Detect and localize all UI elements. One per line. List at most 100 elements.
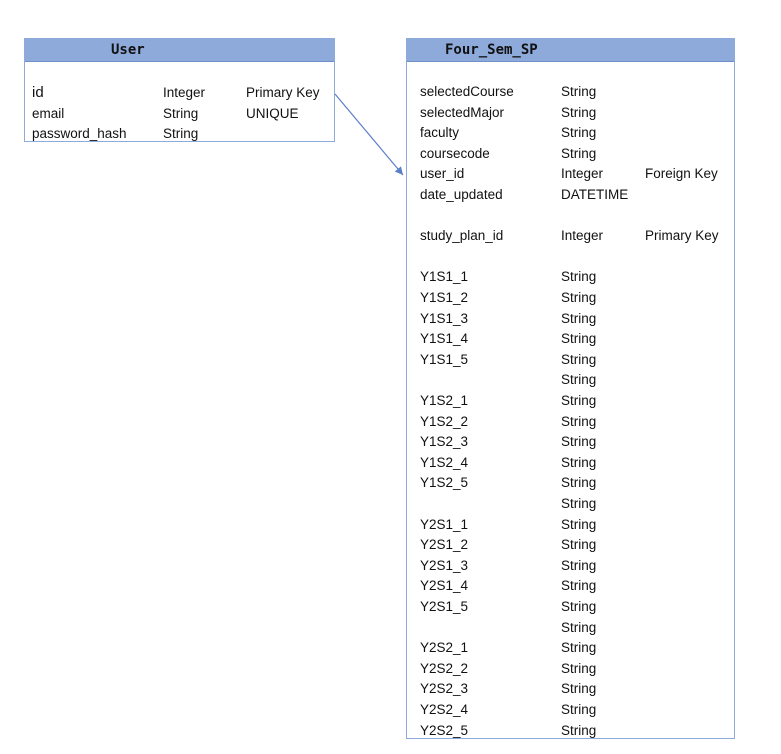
field-name: coursecode: [420, 145, 490, 161]
field-constraint: Primary Key: [645, 228, 719, 244]
user-table-header: User: [25, 39, 334, 62]
field-type: String: [561, 104, 597, 120]
field-name: password_hash: [32, 126, 127, 141]
field-name: id: [32, 84, 44, 101]
field-name: Y1S1_3: [420, 310, 469, 326]
field-name: Y2S2_3: [420, 681, 469, 697]
field-type: String: [561, 413, 597, 429]
table-row: Y1S1_1 String: [407, 267, 734, 287]
user-table-title: User: [111, 42, 145, 58]
field-name: Y1S1_2: [420, 290, 469, 305]
four-sem-sp-table-title: Four_Sem_SP: [445, 42, 538, 58]
field-name: Y2S2_1: [420, 640, 469, 656]
field-name: Y2S1_2: [420, 537, 469, 553]
table-row: Y1S2_1 String: [407, 391, 734, 411]
field-type: String: [561, 516, 597, 532]
field-name: Y2S1_4: [420, 578, 469, 594]
field-type: Integer: [561, 166, 604, 182]
field-name: Y1S1_1: [420, 269, 469, 285]
table-row: String: [407, 618, 734, 638]
table-row: Y2S1_2 String: [407, 535, 734, 555]
field-name: user_id: [420, 166, 465, 182]
table-row: Y1S2_3 String: [407, 432, 734, 452]
field-type: String: [561, 702, 597, 717]
field-type: Integer: [561, 228, 604, 244]
field-type: DATETIME: [561, 187, 629, 202]
field-name: Y1S1_5: [420, 351, 469, 367]
field-name: Y2S1_3: [420, 557, 469, 573]
table-row: selectedMajor String: [407, 103, 734, 123]
table-row: date_updated DATETIME: [407, 185, 734, 205]
field-type: String: [561, 269, 597, 285]
table-row: study_plan_id Integer Primary Key: [407, 226, 734, 246]
field-constraint: UNIQUE: [246, 105, 299, 121]
table-row: String: [407, 494, 734, 514]
table-row: email String UNIQUE: [25, 104, 334, 124]
four-sem-sp-table-header: Four_Sem_SP: [407, 39, 734, 62]
field-type: String: [561, 393, 597, 408]
field-type: String: [561, 475, 597, 491]
field-type: String: [163, 126, 199, 141]
field-type: String: [561, 599, 597, 614]
field-name: Y1S2_1: [420, 393, 469, 408]
field-name: Y1S2_4: [420, 454, 469, 470]
field-name: study_plan_id: [420, 228, 504, 244]
field-type: String: [561, 681, 597, 697]
field-type: String: [561, 578, 597, 594]
table-row: faculty String: [407, 123, 734, 143]
field-type: String: [561, 454, 597, 470]
table-row: Y2S1_1 String: [407, 515, 734, 535]
field-name: selectedCourse: [420, 84, 514, 99]
field-type: String: [561, 660, 597, 676]
field-name: Y1S2_3: [420, 434, 469, 450]
field-type: String: [561, 145, 597, 161]
user-to-four-sem-sp-arrow: [334, 93, 404, 176]
field-name: Y2S2_2: [420, 660, 469, 676]
field-type: Integer: [163, 85, 206, 100]
table-row: Y2S2_3 String: [407, 679, 734, 699]
field-type: String: [561, 722, 597, 738]
field-name: Y1S2_2: [420, 413, 469, 429]
field-name: Y2S2_5: [420, 722, 469, 738]
field-type: String: [163, 105, 199, 121]
table-row: Y1S1_2 String: [407, 288, 734, 308]
table-row: id Integer Primary Key: [25, 83, 334, 103]
table-row: coursecode String: [407, 144, 734, 164]
table-row: Y2S2_1 String: [407, 638, 734, 658]
field-type: String: [561, 351, 597, 367]
table-row: Y1S1_3 String: [407, 309, 734, 329]
table-row: Y2S2_5 String: [407, 721, 734, 741]
field-type: String: [561, 84, 597, 99]
field-type: String: [561, 310, 597, 326]
table-row: Y1S2_2 String: [407, 412, 734, 432]
field-constraint: Primary Key: [246, 85, 320, 100]
field-name: Y1S2_5: [420, 475, 469, 491]
field-type: String: [561, 372, 597, 388]
field-name: Y1S1_4: [420, 331, 469, 347]
field-type: String: [561, 557, 597, 573]
field-type: String: [561, 331, 597, 347]
table-row: selectedCourse String: [407, 82, 734, 102]
table-row: Y1S2_4 String: [407, 453, 734, 473]
field-type: String: [561, 290, 597, 305]
table-row: user_id Integer Foreign Key: [407, 164, 734, 184]
field-name: Y2S1_1: [420, 516, 469, 532]
field-constraint: Foreign Key: [645, 166, 718, 182]
field-type: String: [561, 496, 597, 511]
table-row: Y1S1_5 String: [407, 350, 734, 370]
table-row: Y1S2_5 String: [407, 473, 734, 493]
field-name: selectedMajor: [420, 104, 505, 120]
field-type: String: [561, 537, 597, 553]
table-row: Y2S1_3 String: [407, 556, 734, 576]
field-type: String: [561, 619, 597, 635]
field-type: String: [561, 125, 597, 141]
field-name: faculty: [420, 125, 460, 141]
field-type: String: [561, 640, 597, 656]
field-type: String: [561, 434, 597, 450]
field-name: email: [32, 105, 65, 121]
field-name: date_updated: [420, 187, 503, 202]
